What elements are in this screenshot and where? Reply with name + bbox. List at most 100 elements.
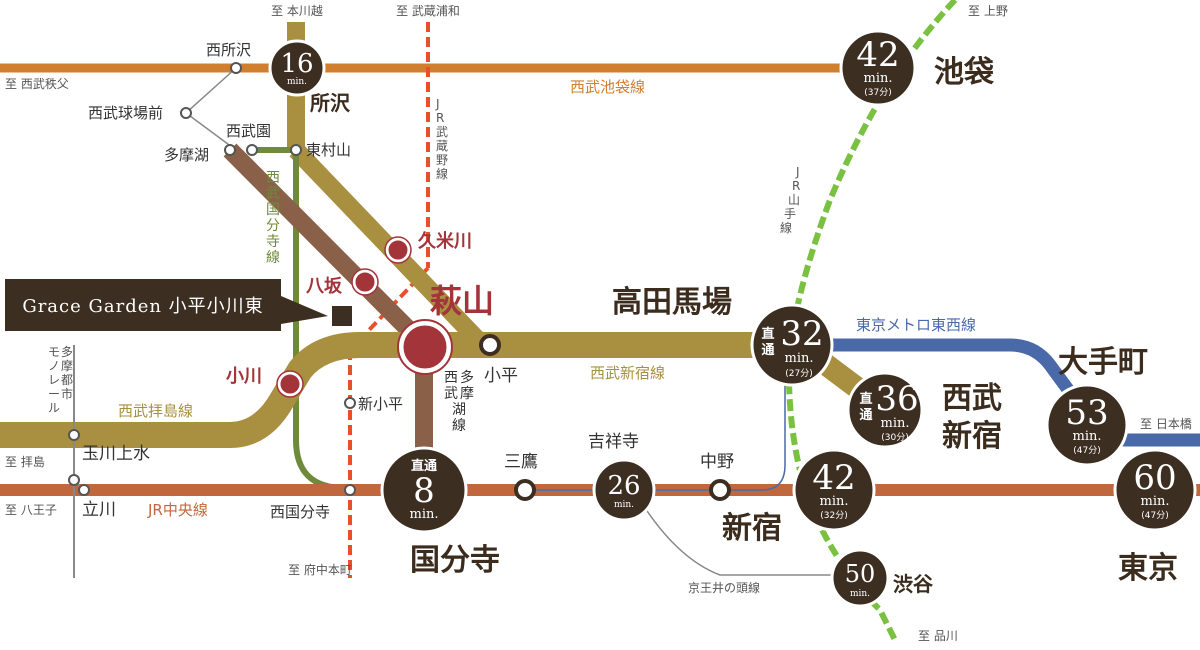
label-tamagawajosui: 玉川上水 [82, 444, 150, 464]
property-name-box: Grace Garden 小平小川東 [5, 279, 281, 331]
svg-text:42: 42 [856, 35, 899, 75]
shinjuku-badge: 42 min. (32分) [792, 448, 876, 532]
kodaira-station [479, 334, 501, 356]
otemachi-badge: 53 min. (47分) [1045, 383, 1129, 467]
seibukyujomae-station [180, 107, 192, 119]
label-monorail-vertical: モ ノ レ ー ル 多 摩 都 市 [48, 345, 73, 415]
svg-text:42: 42 [812, 458, 855, 498]
svg-text:min.: min. [614, 500, 634, 510]
svg-text:53: 53 [1065, 393, 1108, 433]
label-keio-inokashira: 京王井の頭線 [688, 580, 760, 595]
svg-text:分: 分 [266, 218, 280, 234]
seibu-tamako-diagonal [223, 143, 431, 352]
dir-hachioji: 至 八王子 [5, 503, 57, 517]
svg-text:国: 国 [266, 202, 280, 218]
svg-text:山: 山 [788, 193, 800, 207]
nishikokubunji-station [344, 484, 356, 496]
label-tokyo: 東京 [1118, 551, 1178, 586]
dir-chichibu: 至 西武秩父 [5, 77, 69, 91]
svg-text:摩: 摩 [460, 385, 474, 402]
svg-text:min.: min. [785, 351, 814, 366]
svg-text:直: 直 [859, 391, 872, 407]
svg-text:手: 手 [784, 207, 796, 221]
dir-honkawagoe: 至 本川越 [271, 4, 323, 18]
label-jr-chuo: JR中央線 [147, 501, 208, 519]
svg-text:線: 線 [452, 418, 466, 434]
svg-text:市: 市 [61, 386, 73, 401]
svg-text:武: 武 [436, 125, 448, 139]
label-yamanote-vertical: J R 山 手 線 [780, 165, 800, 235]
svg-text:min.: min. [410, 507, 439, 522]
svg-text:8: 8 [413, 471, 435, 511]
label-yasaka: 八坂 [306, 276, 343, 297]
hagiyama-ring [397, 319, 453, 375]
tachikawa-station [68, 474, 80, 486]
svg-text:西: 西 [266, 170, 280, 186]
svg-text:通: 通 [859, 407, 872, 423]
svg-text:16: 16 [280, 49, 313, 79]
dir-haijima: 至 拝島 [5, 454, 45, 469]
dir-nihonbashi: 至 日本橋 [1140, 417, 1192, 431]
svg-text:50: 50 [845, 560, 876, 588]
higashimurayama-station [290, 144, 302, 156]
svg-text:蔵: 蔵 [436, 139, 448, 153]
label-nishitokorozawa: 西所沢 [206, 41, 251, 59]
dir-ueno: 至 上野 [968, 4, 1008, 18]
label-otemachi: 大手町 [1058, 345, 1148, 380]
svg-text:(47分): (47分) [1141, 510, 1168, 521]
svg-text:J: J [795, 165, 800, 179]
svg-text:(32分): (32分) [820, 510, 847, 521]
hagiyama-station [398, 320, 452, 374]
svg-text:武: 武 [266, 186, 280, 202]
svg-text:多: 多 [61, 345, 73, 359]
svg-text:26: 26 [607, 471, 640, 501]
tamako-station [224, 144, 236, 156]
label-nakano: 中野 [700, 452, 734, 472]
ogawa-ring [276, 370, 304, 398]
svg-text:通: 通 [761, 342, 774, 358]
label-tokorozawa: 所沢 [310, 91, 351, 115]
label-hagiyama: 萩山 [430, 282, 494, 320]
label-shinjuku: 新宿 [722, 511, 782, 546]
kichijoji-badge: 26 min. [592, 458, 656, 522]
label-seibushinjuku-2: 新宿 [942, 419, 1002, 454]
svg-text:R: R [436, 111, 444, 125]
svg-text:ル: ル [48, 401, 60, 415]
tokorozawa-badge: 16 min. [268, 39, 326, 97]
dir-shinagawa: 至 品川 [918, 629, 958, 643]
tokyo-badge: 60 min. (47分) [1113, 448, 1197, 532]
svg-text:西: 西 [444, 370, 458, 386]
property-pointer [281, 296, 328, 324]
label-kodaira: 小平 [484, 366, 518, 386]
property-marker [332, 306, 352, 326]
nakano-takadanobaba-link [720, 380, 786, 491]
label-kichijoji: 吉祥寺 [588, 432, 639, 452]
svg-text:線: 線 [780, 220, 792, 235]
label-ikebukuro: 池袋 [934, 55, 994, 90]
svg-text:min.: min. [1141, 494, 1170, 509]
kumegawa-ring [384, 236, 412, 264]
svg-text:武: 武 [444, 386, 458, 402]
label-kokubunji-vertical: 西 武 国 分 寺 線 [266, 170, 280, 266]
nishitokorozawa-station [230, 62, 242, 74]
svg-text:(30分): (30分) [881, 432, 908, 443]
label-shinkodaira: 新小平 [358, 395, 403, 413]
label-ogawa: 小川 [226, 366, 262, 387]
label-mitaka: 三鷹 [504, 451, 538, 472]
label-tachikawa: 立川 [82, 500, 116, 520]
label-tozai: 東京メトロ東西線 [856, 316, 976, 334]
svg-text:湖: 湖 [452, 402, 466, 418]
keio-inokashira-line [644, 507, 840, 576]
label-tamako-vertical: 西 多 武 摩 湖 線 [444, 369, 474, 434]
seibushinjuku-badge: 直 通 36 min. (30分) [846, 371, 924, 449]
svg-text:ノ: ノ [48, 359, 60, 373]
label-seibu-ikebukuro: 西武池袋線 [570, 78, 645, 96]
svg-text:都: 都 [61, 373, 73, 387]
shibuya-badge: 50 min. [830, 548, 890, 608]
svg-text:min.: min. [1073, 429, 1102, 444]
svg-text:min.: min. [850, 589, 870, 599]
svg-text:ー: ー [48, 387, 60, 401]
ikebukuro-badge: 42 min. (37分) [839, 29, 917, 107]
mitaka-station [514, 479, 536, 501]
